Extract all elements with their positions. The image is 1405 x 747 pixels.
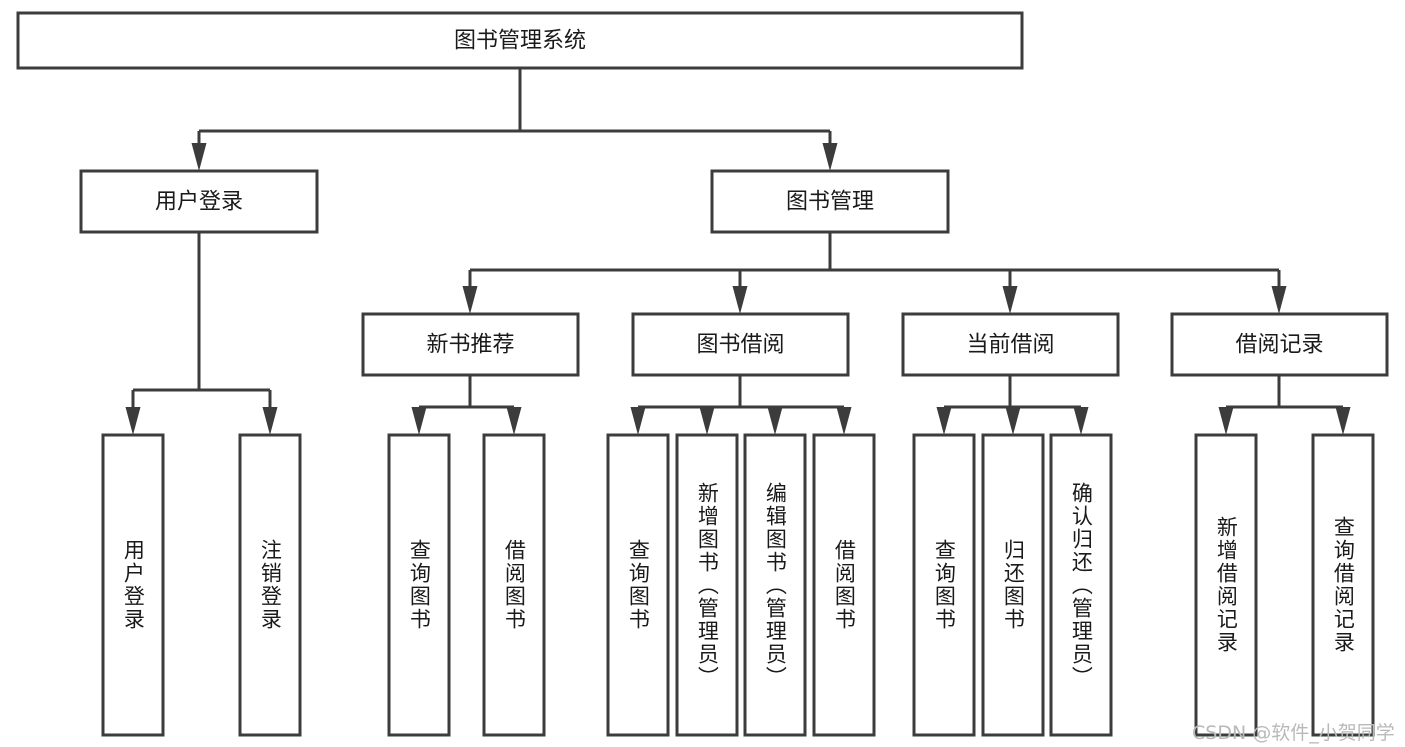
node-box-new-book-recommend[interactable]	[361, 312, 580, 377]
node-box-book-borrow[interactable]	[631, 312, 850, 377]
arrow-head-icon	[699, 407, 715, 435]
arrow-head-icon	[191, 143, 207, 171]
edge-group-borrow-record	[1218, 375, 1351, 435]
node-box-current-borrow[interactable]	[901, 312, 1120, 377]
arrow-head-icon	[506, 407, 522, 435]
node-label-borrow-record: 借阅记录	[1235, 333, 1323, 358]
arrow-head-icon	[411, 407, 427, 435]
node-box-borrow-record[interactable]	[1170, 312, 1389, 377]
edge-group-current-borrow	[936, 375, 1089, 435]
arrow-head-icon	[1002, 286, 1018, 314]
arrow-head-icon	[1218, 407, 1234, 435]
arrow-head-icon	[1073, 407, 1089, 435]
edge-group-user-login	[125, 232, 278, 435]
edge-group-book-borrow	[630, 375, 852, 435]
node-box-leaf-query-book-3[interactable]	[912, 433, 976, 737]
arrow-head-icon	[767, 407, 783, 435]
arrow-head-icon	[836, 407, 852, 435]
arrow-head-icon	[630, 407, 646, 435]
edges-layer	[125, 68, 1351, 435]
node-label-root: 图书管理系统	[454, 29, 586, 54]
node-label-current-borrow: 当前借阅	[966, 333, 1054, 358]
arrow-head-icon	[1271, 286, 1287, 314]
node-label-new-book-recommend: 新书推荐	[426, 333, 514, 358]
arrow-head-icon	[732, 286, 748, 314]
arrow-head-icon	[936, 407, 952, 435]
node-label-user-login: 用户登录	[155, 190, 243, 215]
node-box-book-manage[interactable]	[710, 169, 950, 234]
node-label-book-manage: 图书管理	[786, 190, 874, 215]
csdn-watermark: CSDN @软件_小贺同学	[1192, 722, 1395, 744]
node-box-leaf-confirm-return[interactable]	[1049, 433, 1113, 737]
node-box-root[interactable]	[16, 11, 1024, 70]
node-box-leaf-user-login[interactable]	[101, 433, 165, 737]
node-box-leaf-add-borrow-record[interactable]	[1194, 433, 1258, 737]
node-label-book-borrow: 图书借阅	[696, 333, 784, 358]
arrow-head-icon	[1335, 407, 1351, 435]
node-box-leaf-query-book-1[interactable]	[387, 433, 451, 737]
node-box-leaf-return-book[interactable]	[981, 433, 1045, 737]
arrow-head-icon	[1005, 407, 1021, 435]
node-box-user-login[interactable]	[79, 169, 319, 234]
arrow-head-icon	[462, 286, 478, 314]
node-box-leaf-user-logout[interactable]	[238, 433, 302, 737]
node-box-leaf-query-book-2[interactable]	[606, 433, 670, 737]
node-box-leaf-borrow-book-2[interactable]	[812, 433, 876, 737]
arrow-head-icon	[125, 407, 141, 435]
arrow-head-icon	[262, 407, 278, 435]
node-box-leaf-edit-book[interactable]	[743, 433, 807, 737]
edge-group-root	[191, 68, 838, 171]
node-box-leaf-add-book[interactable]	[675, 433, 739, 737]
arrow-head-icon	[822, 143, 838, 171]
node-box-leaf-query-borrow-record[interactable]	[1311, 433, 1375, 737]
edge-group-book-manage	[462, 232, 1287, 314]
edge-group-new-book-recommend	[411, 375, 522, 435]
boxes-layer	[16, 11, 1389, 737]
node-box-leaf-borrow-book-1[interactable]	[482, 433, 546, 737]
